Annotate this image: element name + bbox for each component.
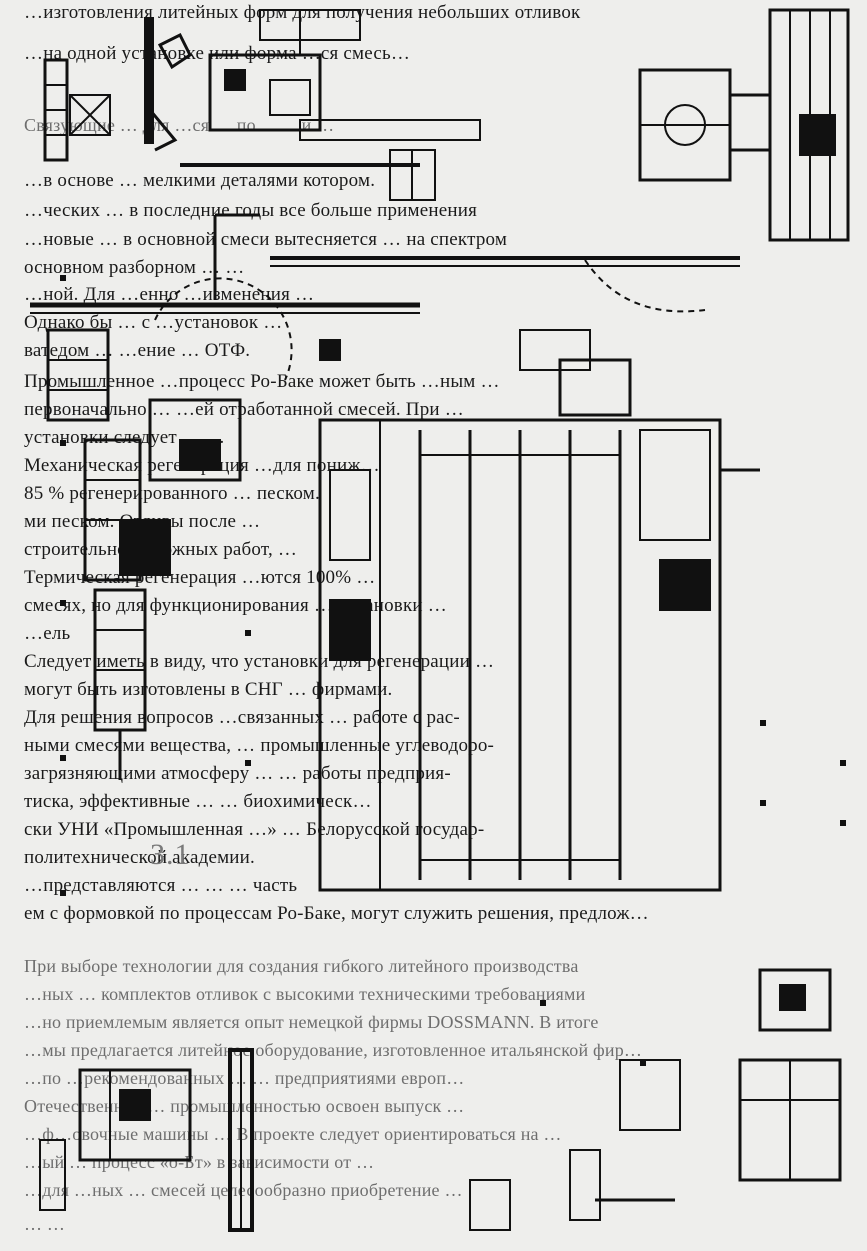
text-line: …новые … в основной смеси вытесняется … … <box>24 229 508 250</box>
text-line: …ый … процесс «о-Бт» в зависимости от … <box>24 1152 375 1172</box>
text-line: Следует иметь в виду, что установки для … <box>24 651 495 672</box>
tower-structure-top-right <box>584 8 850 313</box>
text-line: Для решения вопросов …связанных … работе… <box>24 707 460 728</box>
text-line: ски УНИ «Промышленная …» … Белорусской г… <box>24 819 485 840</box>
text-line: …по …рекомендованных … … предприятиями е… <box>24 1068 465 1088</box>
text-line: тиска, эффективные … … биохимическ… <box>24 791 372 812</box>
text-line: первоначально … …ей отработанной смесей.… <box>24 399 464 420</box>
text-line: ватедом … …ение … ОТФ. <box>24 340 251 361</box>
text-line: …изготовления литейных форм для получени… <box>24 2 581 23</box>
text-line: основном разборном … … <box>24 257 245 278</box>
text-line: могут быть изготовлены в СНГ … фирмами. <box>24 679 393 700</box>
equipment-column-left <box>46 277 293 780</box>
main-production-hall <box>318 358 760 892</box>
text-line: 85 % регенерированного … песком. <box>24 483 320 504</box>
text-line: … … <box>24 1214 66 1234</box>
text-line: загрязняющими атмосферу … … работы предп… <box>24 763 451 784</box>
text-line: …ной. Для …енно …изменения … <box>24 284 315 305</box>
text-line: …для …ных … смесей целесообразно приобре… <box>24 1180 463 1200</box>
machinery-top-center <box>180 9 481 201</box>
text-line: …в основе … мелкими деталями котором. <box>24 170 376 191</box>
text-line: Промышленное …процесс Ро-Баке может быть… <box>24 371 500 392</box>
text-line: …ческих … в последние годы все больше пр… <box>24 200 478 221</box>
text-line: …ных … комплектов отливок с высокими тех… <box>24 984 586 1004</box>
conveyor-lines <box>30 213 740 371</box>
equipment-cluster-top-left <box>43 17 192 162</box>
dimension-markers <box>60 275 846 1066</box>
text-line: Однако бы … с …установок … <box>24 312 283 333</box>
equipment-lower-right <box>469 968 842 1231</box>
text-line: …представляются … … … часть <box>24 875 298 896</box>
text-line: Термическая регенерация …ются 100% … <box>24 567 376 588</box>
section-heading: 3.1 <box>150 838 191 871</box>
text-line: ем с формовкой по процессам Ро-Баке, мог… <box>24 903 649 924</box>
equipment-lower-left <box>39 1048 254 1232</box>
text-line: При выборе технологии для создания гибко… <box>24 956 579 976</box>
text-line: …ель <box>24 623 71 644</box>
text-line: установки следует … … <box>24 427 226 448</box>
text-line: ными смесями вещества, … промышленные уг… <box>24 735 495 756</box>
text-line: …но приемлемым является опыт немецкой фи… <box>24 1012 599 1032</box>
text-line: …мы предлагается литейное оборудование, … <box>24 1040 643 1060</box>
text-line: …ф…овочные машины … В проекте следует ор… <box>24 1124 562 1144</box>
text-line: политехнической академии. <box>24 847 255 868</box>
